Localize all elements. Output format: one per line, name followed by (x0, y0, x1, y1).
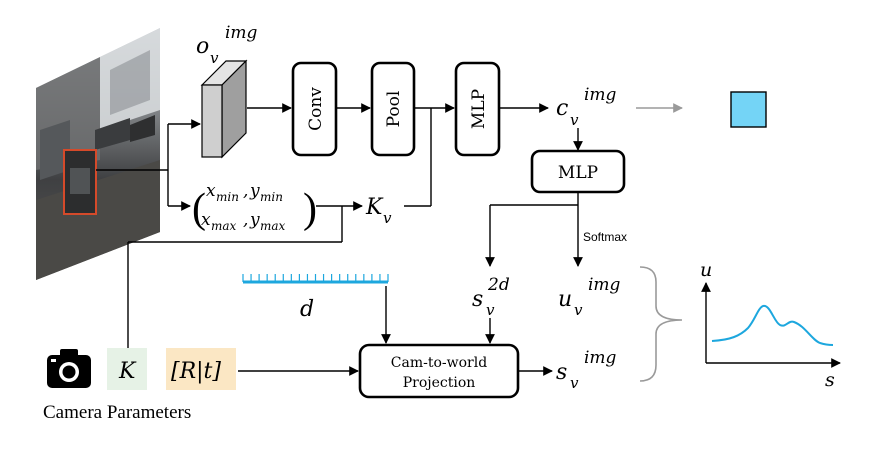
svg-text:s: s (556, 360, 567, 385)
svg-text:img: img (584, 85, 617, 105)
svg-text:min: min (216, 190, 239, 204)
pool-module: Pool (370, 61, 416, 157)
svg-text:y: y (249, 210, 260, 230)
svg-text:Projection: Projection (403, 375, 476, 391)
svg-text:[R|t]: [R|t] (171, 359, 221, 384)
mlp-module-top: MLP (454, 61, 501, 157)
depth-label: d (300, 297, 314, 322)
softmax-label: Softmax (583, 230, 627, 244)
svg-text:v: v (383, 209, 392, 227)
feature-map-block (200, 59, 248, 159)
input-image (36, 28, 160, 280)
class-embedding-label: c v img (556, 85, 617, 129)
depth-ruler (242, 274, 389, 284)
intrinsics-K-box: K (107, 348, 147, 390)
svg-text:max: max (260, 219, 286, 233)
distribution-curve (711, 304, 834, 346)
camera-parameters-caption: Camera Parameters (43, 402, 191, 423)
svg-text:v: v (570, 111, 579, 129)
svg-text:img: img (584, 348, 617, 368)
bbox-coordinates: ( ) x min , y min x max , y max (192, 181, 317, 233)
svg-text:2d: 2d (487, 275, 510, 295)
svg-text:x: x (201, 210, 211, 230)
svg-text:y: y (249, 181, 260, 201)
svg-text:s: s (472, 287, 483, 312)
svg-text:img: img (588, 275, 621, 295)
svg-text:Cam-to-world: Cam-to-world (391, 355, 487, 371)
svg-text:u: u (558, 287, 572, 312)
svg-text:v: v (210, 49, 219, 67)
svg-text:MLP: MLP (558, 163, 598, 183)
svg-text:max: max (211, 219, 237, 233)
svg-text:K: K (118, 359, 137, 384)
cam-to-world-projection-module: Cam-to-world Projection (358, 343, 520, 399)
svg-text:Conv: Conv (306, 87, 326, 131)
svg-text:c: c (556, 96, 568, 121)
svg-text:K: K (365, 195, 384, 220)
svg-text:,: , (243, 181, 248, 201)
svg-text:o: o (196, 34, 209, 59)
curly-brace (639, 266, 683, 382)
svg-text:(: ( (192, 186, 206, 232)
s-img-label: s v img (556, 348, 617, 392)
feature-map-label: o v img (196, 23, 258, 67)
svg-text:,: , (243, 210, 248, 230)
kv-label: K v (365, 195, 392, 227)
svg-text:x: x (206, 181, 216, 201)
u-label: u v img (558, 275, 621, 319)
conv-module: Conv (291, 61, 338, 157)
svg-text:min: min (260, 190, 283, 204)
svg-text:v: v (574, 301, 583, 319)
svg-text:img: img (225, 23, 258, 43)
svg-text:v: v (486, 301, 495, 319)
plot-x-axis-label: s (825, 369, 835, 391)
class-output-square (730, 91, 767, 128)
extrinsics-Rt-box: [R|t] (166, 348, 236, 390)
camera-icon (47, 349, 91, 388)
svg-text:Pool: Pool (384, 91, 404, 128)
svg-text:v: v (570, 374, 579, 392)
s2d-label: s v 2d (472, 275, 510, 319)
plot-y-axis-label: u (700, 259, 712, 281)
mlp-module-bottom: MLP (530, 149, 626, 194)
svg-text:MLP: MLP (469, 89, 489, 129)
distribution-plot: u s (700, 259, 841, 391)
svg-text:): ) (303, 186, 317, 232)
